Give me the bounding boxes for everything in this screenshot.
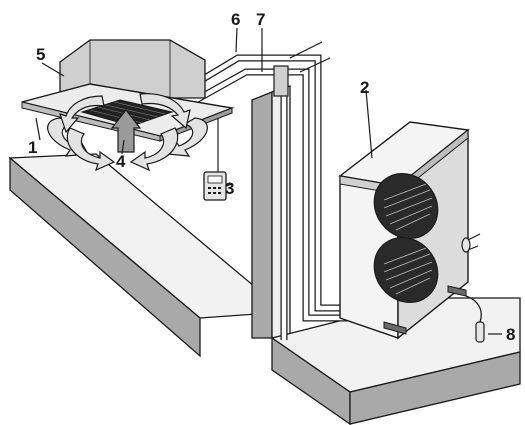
callout-5: 5: [36, 45, 45, 64]
remote-controller: [203, 118, 227, 201]
interior-wall-front: [251, 91, 273, 339]
cassette-indoor-unit: [21, 39, 235, 172]
outdoor-unit: [338, 121, 481, 340]
leader-lines: [35, 27, 502, 335]
callout-7: 7: [256, 10, 265, 29]
ground-wire: [465, 295, 485, 343]
callout-1: 1: [28, 138, 37, 157]
fan-grille-upper: [373, 172, 439, 240]
air-flow-arrows: [47, 93, 208, 172]
floor-side: [349, 351, 521, 425]
callout-labels: 1 2 3 4 5 6 7 8: [28, 10, 515, 344]
callout-2: 2: [360, 78, 369, 97]
callout-4: 4: [116, 152, 126, 171]
callout-3: 3: [225, 179, 234, 198]
floor-slab: [270, 297, 521, 425]
wall-side-face: [9, 156, 201, 358]
callout-8: 8: [506, 325, 515, 344]
intake-arrow: [110, 109, 142, 153]
callout-6: 6: [231, 10, 240, 29]
building-wall: [8, 153, 287, 358]
piping: [186, 41, 350, 340]
fan-grille-lower: [373, 236, 439, 304]
